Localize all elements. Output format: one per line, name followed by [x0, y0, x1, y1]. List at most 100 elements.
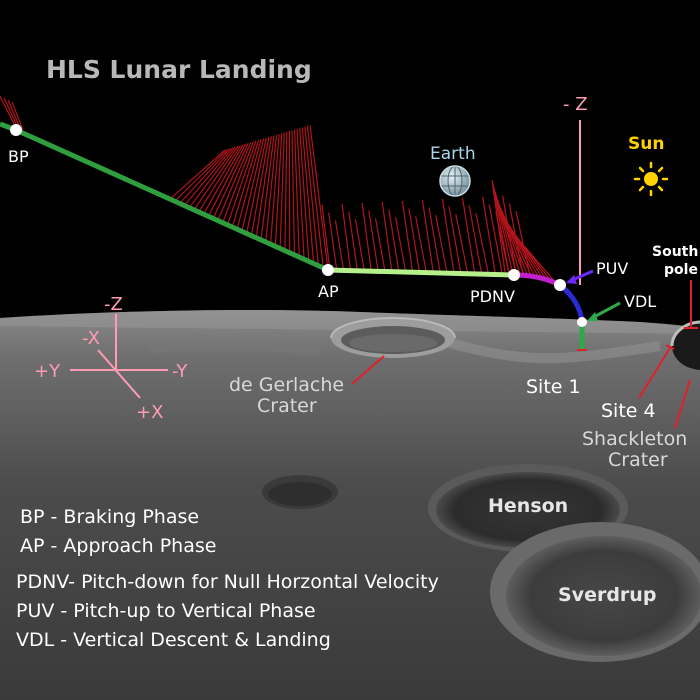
- thrust-vector: [260, 135, 275, 240]
- thrust-vector: [246, 137, 267, 234]
- approach-phase-line: [327, 267, 515, 278]
- thrust-vector: [475, 212, 490, 276]
- shackleton-pointer: [674, 379, 691, 429]
- label-pointers: [351, 344, 691, 429]
- thrust-vector: [491, 179, 506, 273]
- shackleton-crater: [670, 320, 700, 370]
- thrust-vector: [193, 145, 239, 211]
- thrust-vector: [231, 139, 260, 228]
- legend-item: VDL - Vertical Descent & Landing: [16, 629, 331, 651]
- thrust-vector: [296, 128, 305, 260]
- ap-label: AP: [318, 282, 339, 301]
- puv-label: PUV: [596, 259, 628, 278]
- diagram-title: HLS Lunar Landing: [46, 55, 312, 84]
- thrust-vector: [428, 207, 441, 274]
- de-gerlache-crater: [330, 317, 456, 358]
- thrust-vector: [255, 136, 272, 238]
- vdl-label: VDL: [624, 292, 656, 311]
- thrust-vector: [299, 127, 310, 262]
- thrust-vector: [7, 99, 21, 129]
- legend: BP - Braking Phase AP - Approach Phase P…: [16, 506, 439, 651]
- shackleton-label-line2: Crater: [608, 449, 668, 471]
- sun-icon: [633, 161, 669, 197]
- thrust-vector: [321, 204, 331, 272]
- thrust-vector: [222, 141, 254, 223]
- axis-minus-y-label: -Y: [172, 361, 188, 382]
- thrust-vector: [499, 213, 548, 281]
- vdl-point: [577, 317, 587, 327]
- thrust-vector: [293, 129, 300, 258]
- thrust-vector: [301, 127, 315, 264]
- thrust-vector: [304, 126, 320, 266]
- thrust-vector: [341, 203, 352, 272]
- axis-minus-x-label: -X: [82, 328, 100, 349]
- thrust-vector: [169, 149, 226, 200]
- bp-label: BP: [8, 147, 29, 166]
- thrust-vector: [481, 196, 497, 276]
- coordinate-axes: [70, 314, 168, 399]
- thrust-vector: [435, 215, 448, 275]
- sun-label: Sun: [628, 134, 664, 154]
- thrust-vector: [492, 182, 510, 273]
- thrust-vector: [291, 130, 296, 255]
- henson-label: Henson: [488, 495, 568, 517]
- legend-item: PUV - Pitch-up to Vertical Phase: [16, 600, 316, 622]
- thrust-vector: [284, 131, 288, 251]
- site4-label: Site 4: [601, 400, 656, 422]
- thrust-vector: [328, 212, 338, 272]
- local-minus-z-label: - Z: [563, 94, 588, 115]
- thrust-vector: [179, 148, 231, 204]
- earth-label: Earth: [430, 144, 476, 164]
- site4-pointer: [638, 347, 671, 399]
- pdnv-label: PDNV: [470, 287, 515, 306]
- thrust-vector: [448, 206, 462, 275]
- thrust-vector: [241, 138, 265, 232]
- thrust-vector: [217, 142, 252, 221]
- small-crater: [262, 475, 338, 509]
- thrust-vector: [174, 148, 228, 202]
- thrust-vector: [198, 145, 241, 213]
- sverdrup-crater: [490, 522, 700, 662]
- thrust-vector: [461, 197, 476, 275]
- thrust-vector: [361, 202, 372, 273]
- thrust-vector: [207, 143, 247, 217]
- de-gerlache-pointer: [351, 355, 385, 385]
- thrust-vector: [394, 217, 407, 274]
- thrust-vectors: [0, 95, 556, 283]
- thrust-vector: [468, 205, 483, 275]
- thrust-vector: [309, 124, 329, 271]
- thrust-vector: [11, 101, 24, 131]
- braking-phase-line: [14, 127, 330, 273]
- thrust-vector: [212, 142, 249, 219]
- thrust-vector: [265, 134, 278, 243]
- bp-point: [10, 124, 22, 136]
- earth-icon: [439, 165, 471, 197]
- thrust-vector: [415, 216, 428, 274]
- thrust-vector: [188, 146, 236, 209]
- south-pole-label-line2: pole: [664, 262, 698, 278]
- thrust-vector: [202, 144, 244, 215]
- vdl-arrow: [591, 301, 621, 320]
- thrust-vector: [3, 97, 18, 127]
- thrust-vector: [348, 211, 359, 272]
- thrust-vector: [279, 132, 285, 249]
- shackleton-label-line1: Shackleton: [582, 428, 687, 450]
- thrust-vector: [421, 199, 435, 274]
- de-gerlache-label-line1: de Gerlache: [229, 374, 344, 396]
- legend-item: PDNV- Pitch-down for Null Horzontal Velo…: [16, 571, 439, 593]
- thrust-vector: [381, 201, 393, 273]
- axis-plus-x-label: +X: [136, 402, 163, 423]
- thrust-vector: [515, 210, 531, 277]
- local-z-axis: - Z: [563, 94, 588, 285]
- thrust-vector: [250, 137, 270, 236]
- thrust-vector: [236, 139, 262, 230]
- thrust-vector: [441, 198, 455, 275]
- axis-plus-y-label: +Y: [34, 361, 61, 382]
- thrust-vector: [368, 210, 379, 273]
- de-gerlache-label-line2: Crater: [257, 395, 317, 417]
- thrust-vector: [388, 209, 400, 273]
- thrust-vector: [455, 213, 469, 275]
- thrust-vector: [274, 133, 283, 247]
- thrust-vector: [0, 95, 15, 125]
